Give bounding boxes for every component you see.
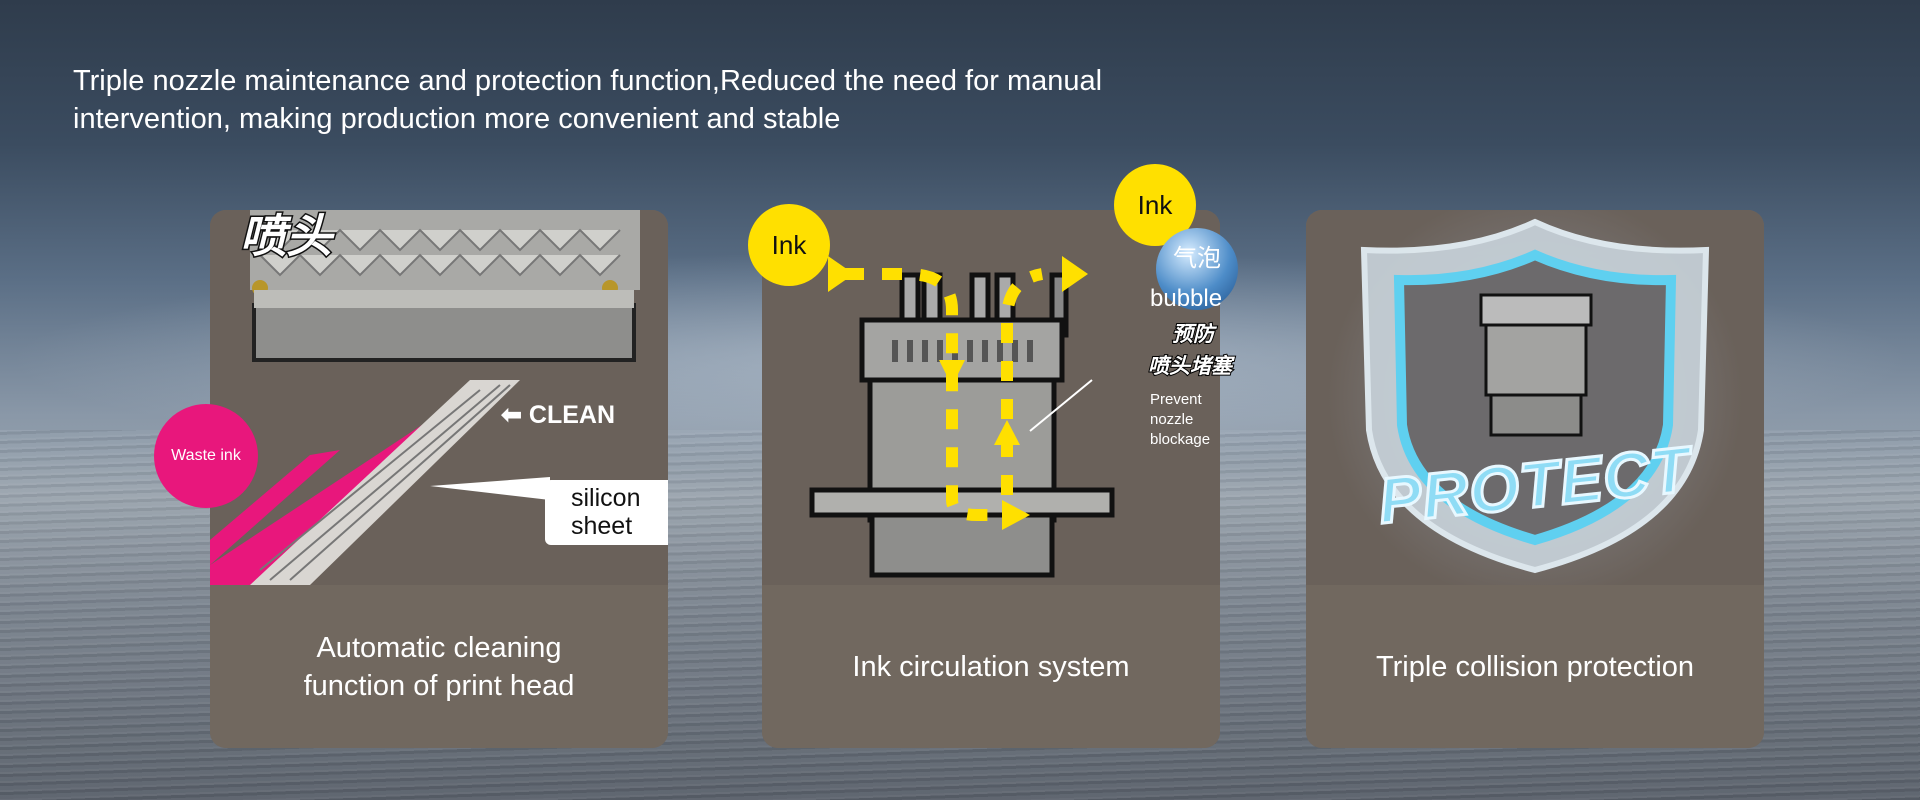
page-headline: Triple nozzle maintenance and protection… [73, 62, 1273, 138]
clean-label: ⬅ CLEAN [501, 401, 616, 429]
card-collision-protection: PROTECT Triple collision protection [1306, 210, 1764, 748]
ink-in-badge: Ink [748, 204, 830, 286]
card-ink-circulation: Ink circulation system [762, 210, 1220, 748]
nozzle-cn-label: 喷头 [239, 210, 334, 264]
protection-illustration: PROTECT [1306, 210, 1764, 585]
print-head-circulation-graphic [809, 256, 1115, 578]
prevent-cn-line-1: 预防 [1171, 322, 1215, 347]
print-head-cleaning-graphic [210, 210, 640, 585]
nozzle-plate [252, 303, 636, 362]
bubble-icon: 气泡 [1156, 228, 1238, 310]
nozzle-head-body [250, 210, 640, 290]
shield-icon [1360, 218, 1710, 574]
left-arrow-icon: ⬅ [501, 401, 529, 429]
card-caption: Ink circulation system [762, 585, 1220, 748]
prevent-cn-line-2: 喷头堵塞 [1147, 354, 1233, 379]
headline-line-2: intervention, making production more con… [73, 103, 841, 135]
print-head-graphic [1479, 293, 1593, 437]
flow-arrows [828, 256, 1088, 530]
ink-flow-path [844, 268, 1044, 521]
bubble-label: bubble [1150, 285, 1223, 312]
ink-circulation-illustration [762, 210, 1220, 585]
bubble-cn-label: 气泡 [1173, 245, 1221, 272]
waste-ink-badge: Waste ink [154, 404, 258, 508]
card-caption: Triple collision protection [1306, 585, 1764, 748]
headline-line-1: Triple nozzle maintenance and protection… [73, 65, 1103, 97]
